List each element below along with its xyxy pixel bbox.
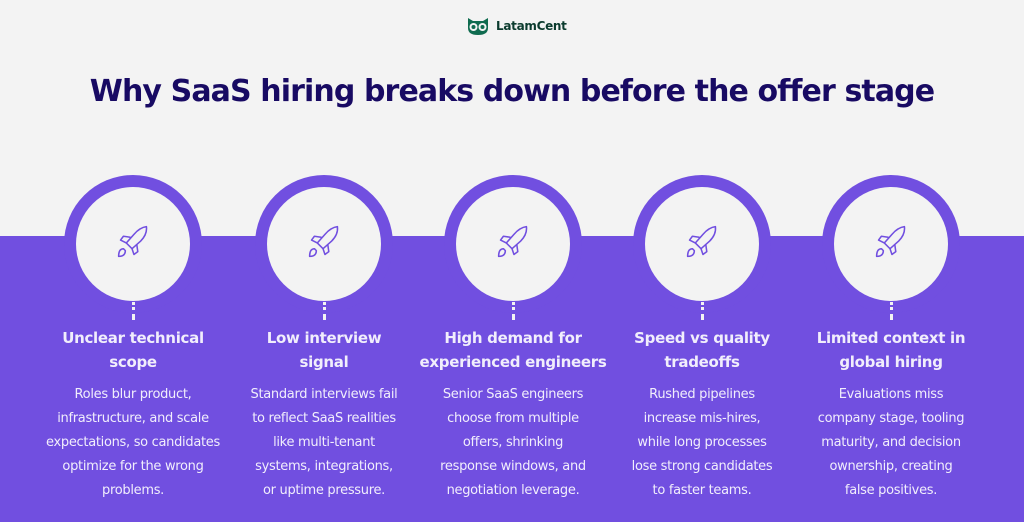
reason-heading: High demand for experienced engineers (413, 326, 613, 374)
heading-line: Speed vs quality (634, 329, 770, 347)
description-line: maturity, and decision (821, 435, 961, 450)
description-line: Rushed pipelines (649, 387, 755, 402)
heading-line: scope (109, 353, 157, 371)
rocket-icon (490, 219, 536, 270)
description-line: problems. (102, 483, 164, 498)
reason-heading: Speed vs quality tradeoffs (602, 326, 802, 374)
description-line: Standard interviews fail (250, 387, 398, 402)
heading-line: tradeoffs (664, 353, 740, 371)
icon-ring (255, 175, 393, 313)
reason-description: Standard interviews fail to reflect SaaS … (224, 383, 424, 503)
reason-description: Senior SaaS engineers choose from multipl… (413, 383, 613, 503)
heading-line: Low interview (266, 329, 382, 347)
brand-logo: LatamCent (466, 15, 567, 37)
rocket-icon (679, 219, 725, 270)
heading-line: global hiring (839, 353, 943, 371)
page-title: Why SaaS hiring breaks down before the o… (89, 74, 935, 109)
description-line: while long processes (637, 435, 767, 450)
description-line: Roles blur product, (74, 387, 192, 402)
rocket-icon (110, 219, 156, 270)
description-line: to faster teams. (652, 483, 752, 498)
reason-heading: Unclear technical scope (33, 326, 233, 374)
description-line: increase mis-hires, (643, 411, 761, 426)
icon-ring (822, 175, 960, 313)
dashed-connector (512, 302, 515, 320)
description-line: Evaluations miss (838, 387, 944, 402)
icon-ring (64, 175, 202, 313)
dashed-connector (701, 302, 704, 320)
owl-icon (468, 18, 488, 35)
description-line: Senior SaaS engineers (442, 387, 584, 402)
description-line: optimize for the wrong (62, 459, 204, 474)
icon-ring (633, 175, 771, 313)
rocket-icon (868, 219, 914, 270)
description-line: to reflect SaaS realities (252, 411, 396, 426)
icon-circle (76, 187, 190, 301)
description-line: systems, integrations, (255, 459, 393, 474)
description-line: lose strong candidates (631, 459, 773, 474)
description-line: negotiation leverage. (446, 483, 580, 498)
icon-circle (456, 187, 570, 301)
description-line: offers, shrinking (462, 435, 564, 450)
icon-ring (444, 175, 582, 313)
heading-line: experienced engineers (419, 353, 607, 371)
heading-line: High demand for (444, 329, 582, 347)
dashed-connector (132, 302, 135, 320)
reason-heading: Low interview signal (224, 326, 424, 374)
dashed-connector (890, 302, 893, 320)
dashed-connector (323, 302, 326, 320)
description-line: expectations, so candidates (46, 435, 220, 450)
description-line: like multi-tenant (273, 435, 375, 450)
icon-circle (267, 187, 381, 301)
reason-heading: Limited context in global hiring (791, 326, 991, 374)
rocket-icon (301, 219, 347, 270)
description-line: response windows, and (440, 459, 586, 474)
reason-description: Evaluations miss company stage, tooling ma… (791, 383, 991, 503)
description-line: infrastructure, and scale (57, 411, 209, 426)
heading-line: signal (299, 353, 349, 371)
icon-circle (645, 187, 759, 301)
description-line: or uptime pressure. (262, 483, 385, 498)
description-line: choose from multiple (447, 411, 579, 426)
description-line: company stage, tooling (817, 411, 965, 426)
description-line: false positives. (844, 483, 938, 498)
reason-description: Rushed pipelines increase mis-hires, while… (602, 383, 802, 503)
icon-circle (834, 187, 948, 301)
heading-line: Unclear technical (62, 329, 204, 347)
brand-name: LatamCent (496, 19, 567, 33)
description-line: ownership, creating (829, 459, 953, 474)
reason-description: Roles blur product, infrastructure, and s… (33, 383, 233, 503)
heading-line: Limited context in (816, 329, 966, 347)
